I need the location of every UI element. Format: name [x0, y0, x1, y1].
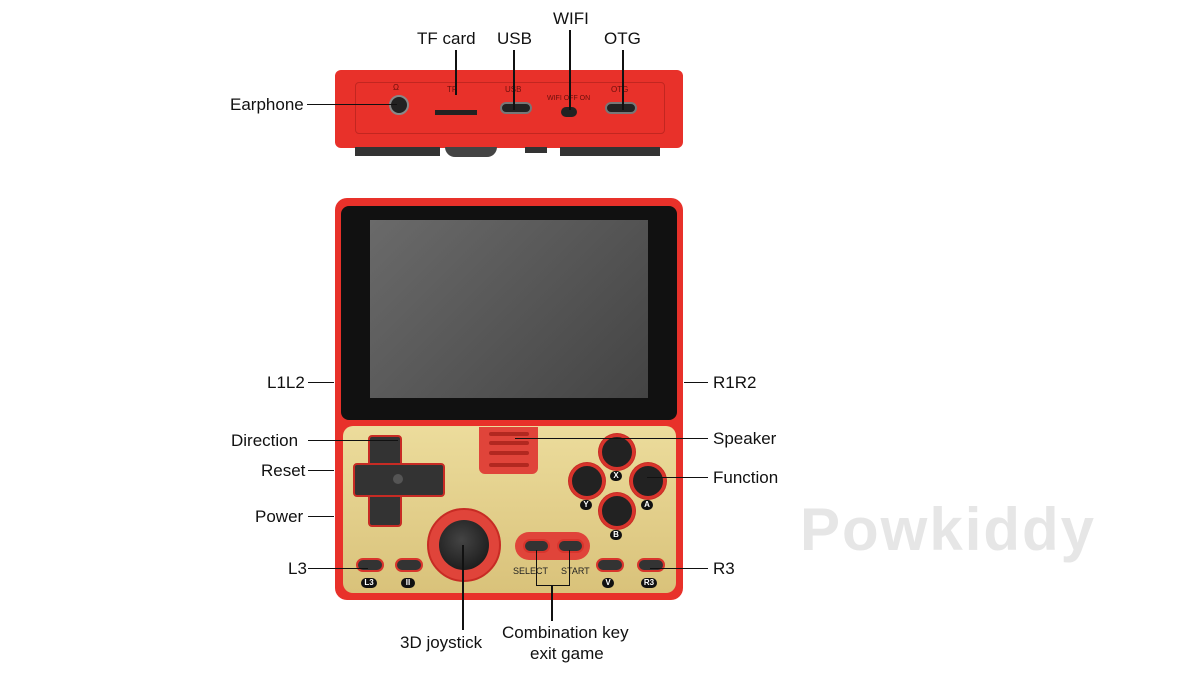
watermark: Powkiddy — [800, 496, 1097, 563]
wifi-switch — [561, 107, 577, 117]
v-button[interactable] — [596, 558, 624, 572]
x-print: X — [610, 471, 622, 481]
label-wifi: WIFI — [553, 9, 589, 28]
earphone-jack — [389, 95, 409, 115]
label-power: Power — [255, 507, 304, 526]
headphone-icon: Ω — [393, 83, 399, 92]
label-l3: L3 — [288, 559, 307, 578]
screen-bezel — [341, 206, 677, 420]
otg-port — [605, 102, 637, 114]
label-l1l2: L1L2 — [267, 373, 305, 392]
button-x[interactable] — [599, 434, 635, 470]
label-otg: OTG — [604, 29, 641, 48]
button-b[interactable] — [599, 493, 635, 529]
speaker-grille — [479, 427, 538, 474]
y-print: Y — [580, 500, 592, 510]
otg-print: OTG — [611, 85, 629, 94]
button-y[interactable] — [569, 463, 605, 499]
label-reset: Reset — [261, 461, 306, 480]
label-r1r2: R1R2 — [713, 373, 757, 392]
start-print: START — [561, 566, 590, 576]
b-print: B — [610, 530, 622, 540]
label-usb: USB — [497, 29, 532, 48]
r3-print: R3 — [641, 578, 657, 588]
a-print: A — [641, 500, 653, 510]
v-print: V — [602, 578, 614, 588]
tf-print: TF — [447, 85, 457, 94]
label-earphone: Earphone — [230, 95, 304, 114]
start-button[interactable] — [557, 539, 584, 553]
device-front-view: X Y A B SELECT START L3 II V R3 — [335, 198, 683, 600]
label-r3: R3 — [713, 559, 735, 578]
tf-slot — [435, 110, 477, 115]
button-a[interactable] — [630, 463, 666, 499]
label-exit-game: exit game — [530, 644, 604, 663]
ii-button[interactable] — [395, 558, 423, 572]
ii-print: II — [401, 578, 415, 588]
select-print: SELECT — [513, 566, 549, 576]
label-3d-joystick: 3D joystick — [400, 633, 483, 652]
device-top-view: Ω TF USB WIFI OFF ON OTG — [335, 70, 683, 148]
wifi-print: WIFI OFF ON — [547, 95, 591, 102]
r3-button[interactable] — [637, 558, 665, 572]
l3-print: L3 — [361, 578, 377, 588]
label-tf-card: TF card — [417, 29, 476, 48]
label-combination-key: Combination key — [502, 623, 629, 642]
joystick[interactable] — [427, 508, 501, 582]
l3-button[interactable] — [356, 558, 384, 572]
screen — [370, 220, 648, 398]
usb-port — [500, 102, 532, 114]
top-buttons — [355, 147, 685, 157]
label-direction: Direction — [231, 431, 299, 450]
label-speaker: Speaker — [713, 429, 777, 448]
label-function: Function — [713, 468, 779, 487]
